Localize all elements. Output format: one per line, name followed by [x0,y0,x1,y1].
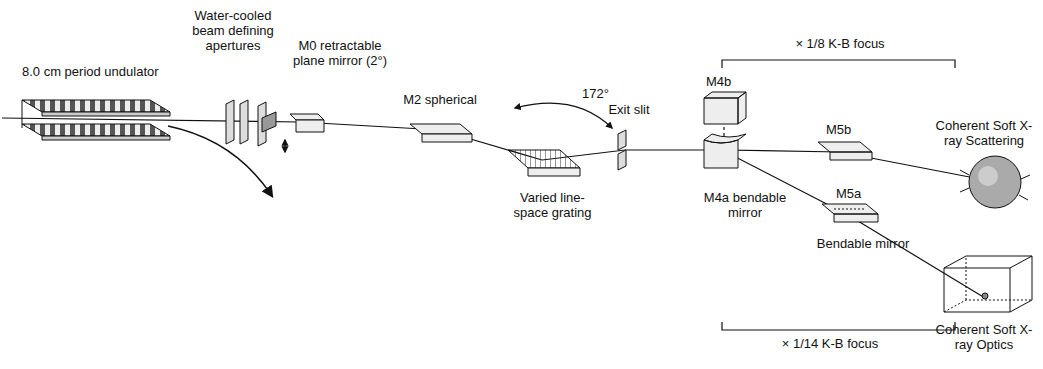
mirror-m5b [818,142,872,160]
part-label: M4a bendable mirror [700,190,790,220]
focus-bracket [722,60,955,68]
part-label: M2 spherical [395,92,485,107]
part-label: M5b [826,122,876,137]
optics-chamber [944,256,1032,312]
part-label: Coherent Soft X-ray Scattering [930,118,1038,148]
part-label: M5a [836,186,886,201]
part-label: M0 retractable plane mirror (2°) [290,38,390,68]
aperture [226,100,276,146]
grating [508,150,580,176]
part-label: × 1/8 K-B focus [770,36,910,51]
part-label: Coherent Soft X-ray Optics [930,322,1038,352]
part-label: 8.0 cm period undulator [22,64,182,79]
spherical-mirror [410,124,472,142]
part-label: Water-cooled beam defining apertures [178,8,288,53]
part-label: M4b [706,74,756,89]
mirror-m5a [822,204,878,222]
undulator [22,100,170,140]
scattering-chamber [960,156,1030,208]
exit-slit [618,130,626,170]
part-label: 172° [582,86,622,101]
part-label: Varied line-space grating [505,190,600,220]
beam-line [2,118,985,298]
part-label: Exit slit [604,102,654,117]
bend-arrow [168,126,272,196]
part-label: Bendable mirror [808,236,918,251]
part-label: × 1/14 K-B focus [760,336,900,351]
mirror-m4b [704,92,746,124]
mirror-m4a [704,134,746,168]
focus-bracket [722,322,955,330]
plane-mirror [290,114,324,132]
